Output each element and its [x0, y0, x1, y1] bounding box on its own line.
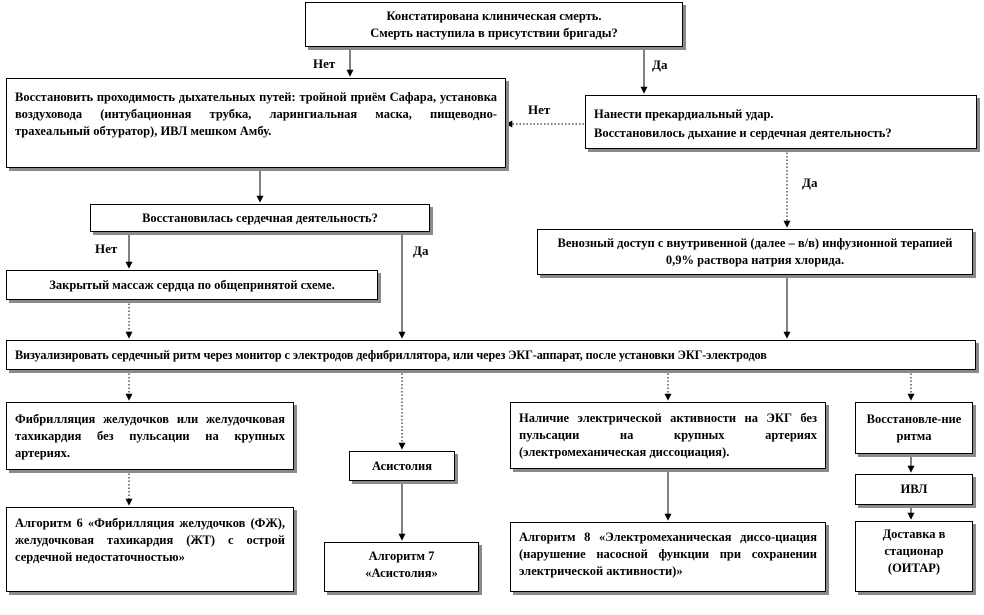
node-rhythm-restored: Восстановле-ние ритма	[855, 402, 973, 454]
node-emd: Наличие электрической активности на ЭКГ …	[510, 402, 826, 469]
label-yes-cardiac: Да	[413, 243, 429, 258]
node-algo7: Алгоритм 7 «Асистолия»	[324, 542, 479, 592]
node-clinical-death: Констатирована клиническая смерть. Смерт…	[305, 2, 683, 47]
node-algo8: Алгоритм 8 «Электромеханическая диссо-ци…	[510, 522, 826, 592]
node-venous: Венозный доступ с внутривенной (далее – …	[537, 229, 973, 275]
node-ivl: ИВЛ	[855, 474, 973, 505]
node-cardiac-restored: Восстановилась сердечная деятельность?	[90, 204, 430, 232]
label-no-precordial: Нет	[528, 102, 551, 117]
node-precordial: Нанести прекардиальный удар. Восстановил…	[585, 95, 977, 149]
label-yes-death: Да	[652, 57, 668, 72]
label-yes-precordial: Да	[802, 175, 818, 190]
node-algo6: Алгоритм 6 «Фибрилляция желудочков (ФЖ),…	[6, 507, 294, 592]
label-no-death: Нет	[313, 56, 336, 71]
node-monitor: Визуализировать сердечный ритм через мон…	[6, 340, 976, 370]
node-massage: Закрытый массаж сердца по общепринятой с…	[6, 270, 378, 300]
node-airway: Восстановить проходимость дыхательных пу…	[6, 78, 506, 168]
node-delivery: Доставка в стационар (ОИТАР)	[855, 521, 973, 592]
node-vf: Фибрилляция желудочков или желудочковая …	[6, 402, 294, 470]
label-no-cardiac: Нет	[95, 241, 118, 256]
node-asystole: Асистолия	[349, 451, 455, 481]
